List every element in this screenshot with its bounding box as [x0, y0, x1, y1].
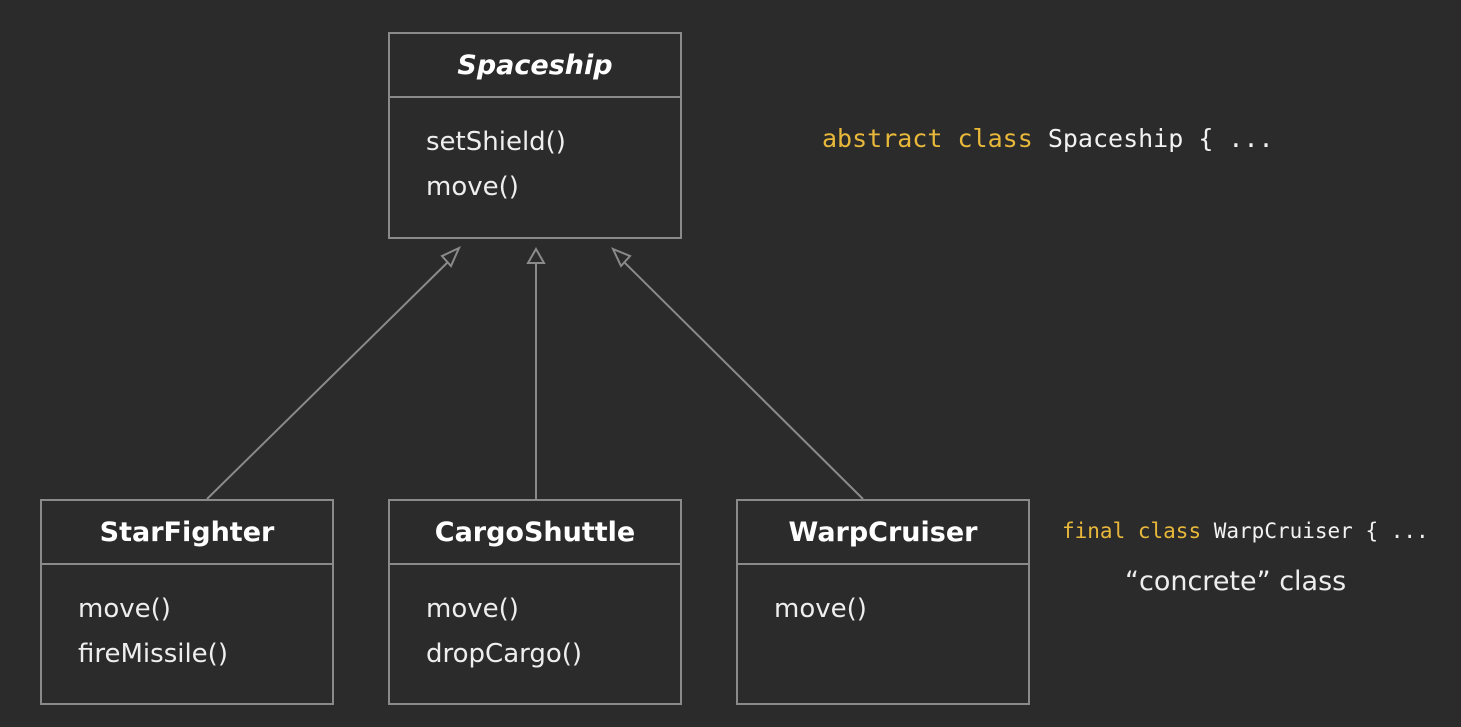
class-name: CargoShuttle — [390, 501, 680, 565]
final-class-code: final class WarpCruiser { ... — [1062, 519, 1429, 543]
code-text: Spaceship { ... — [1047, 124, 1274, 153]
method-item: move() — [426, 172, 519, 202]
method-item: fireMissile() — [78, 639, 228, 669]
method-item: dropCargo() — [426, 639, 583, 669]
class-name: WarpCruiser — [738, 501, 1028, 565]
class-name: Spaceship — [390, 34, 680, 98]
method-list: move() — [738, 565, 1028, 632]
code-keyword: final — [1062, 519, 1126, 543]
class-box-cargoshuttle: CargoShuttle move() dropCargo() — [388, 499, 682, 705]
cargoshuttle-arrowhead — [526, 246, 546, 264]
class-box-warpcruiser: WarpCruiser move() — [736, 499, 1030, 705]
method-item: move() — [78, 594, 171, 624]
concrete-class-note: “concrete” class — [1125, 566, 1347, 597]
method-item: setShield() — [426, 127, 566, 157]
method-item: move() — [426, 594, 519, 624]
method-list: move() fireMissile() — [42, 565, 332, 677]
method-item: move() — [774, 594, 867, 624]
class-box-spaceship: Spaceship setShield() move() — [388, 32, 682, 239]
warpcruiser-inheritance-line — [619, 257, 864, 500]
starfighter-arrowhead — [440, 245, 462, 268]
abstract-class-code: abstract class Spaceship { ... — [822, 124, 1274, 153]
code-text: WarpCruiser { ... — [1213, 519, 1429, 543]
method-list: move() dropCargo() — [390, 565, 680, 677]
warpcruiser-arrowhead — [610, 247, 632, 268]
starfighter-inheritance-line — [206, 257, 453, 500]
method-list: setShield() move() — [390, 98, 680, 210]
code-keyword: abstract — [822, 124, 943, 153]
code-keyword: class — [1137, 519, 1202, 543]
class-name: StarFighter — [42, 501, 332, 565]
class-box-starfighter: StarFighter move() fireMissile() — [40, 499, 334, 705]
code-keyword: class — [957, 124, 1033, 153]
